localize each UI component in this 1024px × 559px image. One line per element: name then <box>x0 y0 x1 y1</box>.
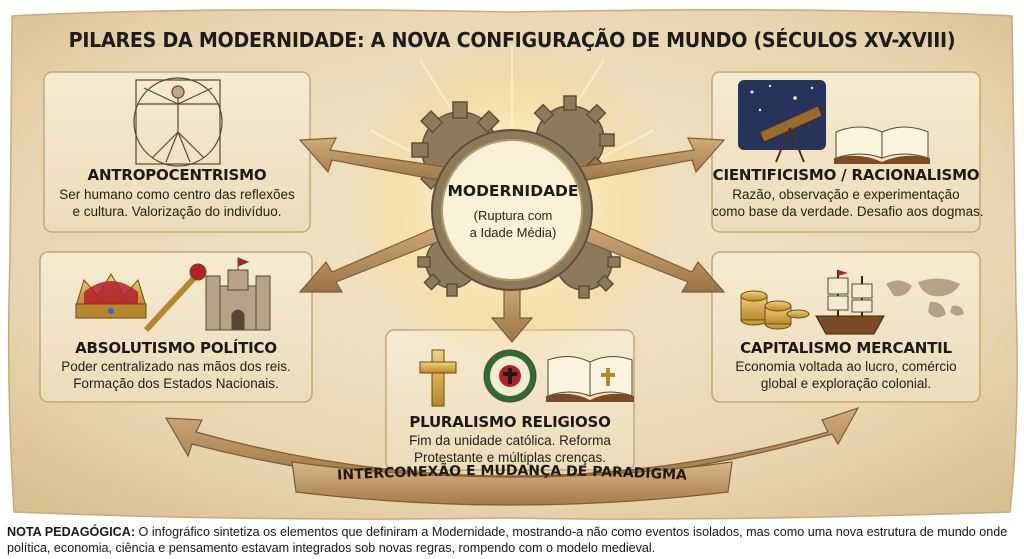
castle-icon <box>205 257 271 331</box>
pillar-desc-cientificismo: Razão, observação e experimentação como … <box>712 187 984 219</box>
pillar-desc-capitalismo: Economia voltada ao lucro, comércio glob… <box>735 359 957 391</box>
open-book-icon <box>834 126 930 164</box>
pillar-title-absolutismo: ABSOLUTISMO POLÍTICO <box>75 339 277 357</box>
world-map-icon <box>886 278 964 318</box>
radiating-arrows <box>298 137 726 343</box>
note-text: O infográfico sintetiza os elementos que… <box>7 525 1008 555</box>
interconnection-label: INTERCONEXÃO E MUDANÇA DE PARADIGMA <box>337 463 688 484</box>
center-subtitle: (Ruptura com a Idade Média) <box>469 208 557 240</box>
pillar-title-cientificismo: CIENTIFICISMO / RACIONALISMO <box>712 166 980 184</box>
vitruvian-man-icon <box>133 77 223 167</box>
pillar-title-antropocentrismo: ANTROPOCENTRISMO <box>87 166 267 184</box>
interconnection-arrow <box>164 406 860 506</box>
center-title: MODERNIDADE <box>447 182 579 200</box>
crown-icon <box>75 273 147 319</box>
pillar-desc-absolutismo: Poder centralizado nas mãos dos reis. Fo… <box>61 359 291 391</box>
page-title: PILARES DA MODERNIDADE: A NOVA CONFIGURA… <box>68 28 956 52</box>
pillar-title-pluralismo: PLURALISMO RELIGIOSO <box>409 413 611 431</box>
pillar-desc-pluralismo: Fim da unidade católica. Reforma Protest… <box>409 433 611 465</box>
cross-icon <box>419 349 457 407</box>
telescope-icon <box>738 80 826 163</box>
center-medallion <box>431 129 593 291</box>
ship-icon <box>815 270 885 335</box>
scepter-icon <box>143 263 207 333</box>
pillar-title-capitalismo: CAPITALISMO MERCANTIL <box>740 339 952 357</box>
pillar-desc-antropocentrismo: Ser humano como centro das reflexões e c… <box>59 187 295 219</box>
bible-icon <box>546 356 634 402</box>
coins-icon <box>740 290 810 330</box>
pedagogical-note: NOTA PEDAGÓGICA: O infográfico sintetiza… <box>7 525 1019 556</box>
note-label: NOTA PEDAGÓGICA: <box>7 525 136 539</box>
luther-rose-icon <box>483 349 537 403</box>
